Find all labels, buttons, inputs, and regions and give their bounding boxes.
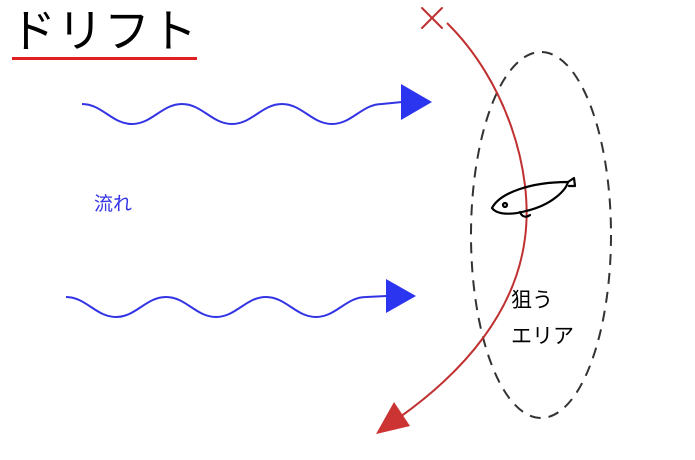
diagram-title: ドリフト (10, 4, 198, 58)
drift-arrowhead (376, 402, 410, 434)
current-label: 流れ (94, 193, 133, 215)
current-wave-upper (81, 101, 403, 126)
target-area-label-line2: エリア (511, 324, 574, 348)
target-area-outline (470, 51, 612, 419)
fishing-lure-icon (490, 176, 577, 218)
x-mark-icon (421, 7, 443, 29)
current-arrowhead-lower (386, 279, 416, 313)
current-arrowhead-upper (401, 84, 432, 120)
current-wave-lower (65, 295, 388, 319)
target-area-label-line1: 狙う (511, 288, 553, 312)
drift-path (399, 22, 528, 418)
title-underline (12, 57, 197, 60)
target-area-label: 狙う エリア (511, 282, 574, 354)
